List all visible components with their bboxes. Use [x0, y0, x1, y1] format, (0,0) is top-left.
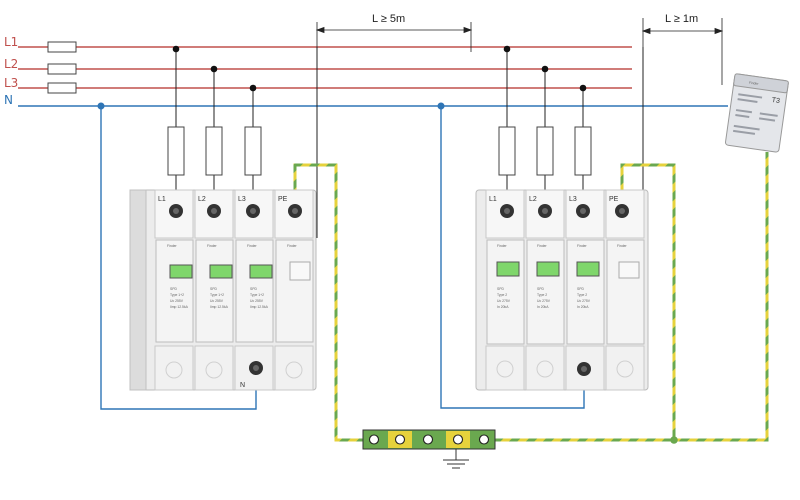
spd2-pe-wire: [620, 163, 676, 440]
spd3-brand: Finder: [749, 81, 760, 86]
line-label-l2: L2: [4, 57, 18, 71]
spd2-modules: [486, 239, 645, 345]
svg-text:SPD: SPD: [250, 287, 258, 291]
distance-label-1m: L ≥ 1m: [665, 13, 698, 25]
svg-text:Iimp 12.5kA: Iimp 12.5kA: [210, 305, 229, 309]
main-fuse-l1: [47, 41, 77, 53]
svg-text:Uc 275V: Uc 275V: [497, 299, 511, 303]
spd1-backup-fuses: [167, 126, 262, 176]
svg-text:SPD: SPD: [210, 287, 218, 291]
spd2-backup-fuses: [498, 126, 592, 176]
line-label-l1: L1: [4, 35, 18, 49]
spd1-module-text: SPD Type 1+2 Uc 255V Iimp 12.5kA SPD Typ…: [170, 287, 269, 309]
spd1-screws: [169, 204, 302, 218]
distance-marker-5m: [315, 22, 473, 52]
ground-icon: [443, 449, 469, 469]
spd2-module-text: SPD Type 2 Uc 275V In 20kA SPD Type 2 Uc…: [497, 287, 591, 309]
spd1-device: L1 L2 L3 PE Finder Finder Finder Finder …: [129, 189, 317, 391]
earth-terminal-bar: [362, 429, 496, 450]
spd1-terminal-label-l3: L3: [238, 196, 246, 203]
spd3-device: Finder T3: [725, 73, 789, 153]
svg-text:Type 1+2: Type 1+2: [210, 293, 224, 297]
spd2-bottom-block: [485, 345, 645, 391]
spd2-junctions: [503, 45, 587, 92]
spd1-brand-1: Finder: [167, 244, 177, 248]
line-label-n: N: [4, 93, 13, 107]
spd1-terminal-label-pe: PE: [278, 196, 288, 203]
busbars: [18, 46, 728, 107]
spd1-bottom-sockets: [165, 361, 303, 379]
svg-text:Uc 255V: Uc 255V: [250, 299, 264, 303]
spd1-terminal-label-l1: L1: [158, 196, 166, 203]
spd3-type-label: T3: [771, 97, 780, 105]
spd2-brand-4: Finder: [617, 244, 627, 248]
svg-text:Uc 275V: Uc 275V: [577, 299, 591, 303]
spd2-neutral-junction: [437, 102, 445, 110]
svg-text:Iimp 12.5kA: Iimp 12.5kA: [250, 305, 269, 309]
spd2-brand-1: Finder: [497, 244, 507, 248]
spd1-terminal-label-l2: L2: [198, 196, 206, 203]
svg-text:Uc 275V: Uc 275V: [537, 299, 551, 303]
distance-label-5m: L ≥ 5m: [372, 13, 405, 25]
svg-text:Uc 255V: Uc 255V: [210, 299, 224, 303]
spd1-pe-wire: [293, 163, 367, 442]
spd2-brand-3: Finder: [577, 244, 587, 248]
svg-text:Uc 255V: Uc 255V: [170, 299, 184, 303]
svg-text:In 20kA: In 20kA: [577, 305, 589, 309]
svg-text:In 20kA: In 20kA: [537, 305, 549, 309]
svg-text:Type 2: Type 2: [577, 293, 587, 297]
spd2-bottom-sockets: [496, 360, 634, 378]
pe-junction: [670, 436, 678, 444]
spd1-brand-4: Finder: [287, 244, 297, 248]
main-fuses: [47, 41, 77, 94]
spd1-brand-2: Finder: [207, 244, 217, 248]
svg-text:Type 1+2: Type 1+2: [250, 293, 264, 297]
svg-text:In 20kA: In 20kA: [497, 305, 509, 309]
line-label-l3: L3: [4, 76, 18, 90]
svg-text:Type 2: Type 2: [497, 293, 507, 297]
svg-text:SPD: SPD: [497, 287, 505, 291]
distance-marker-1m: [641, 18, 724, 85]
main-fuse-l3: [47, 82, 77, 94]
svg-text:SPD: SPD: [537, 287, 545, 291]
spd1-modules: [155, 239, 314, 343]
spd2-brand-2: Finder: [537, 244, 547, 248]
spd1-junctions: [172, 45, 257, 92]
main-fuse-l2: [47, 63, 77, 75]
spd2-device: L1 L2 L3 PE Finder Finder Finder Finder …: [475, 189, 649, 391]
spd2-terminal-label-l1: L1: [489, 196, 497, 203]
svg-text:Type 2: Type 2: [537, 293, 547, 297]
svg-text:Type 1+2: Type 1+2: [170, 293, 184, 297]
spd2-terminal-label-l2: L2: [529, 196, 537, 203]
spd2-screws: [500, 204, 629, 218]
spd1-bottom-block: [154, 345, 314, 391]
spd1-brand-3: Finder: [247, 244, 257, 248]
spd1-neutral-junction: [97, 102, 105, 110]
svg-text:SPD: SPD: [577, 287, 585, 291]
svg-text:SPD: SPD: [170, 287, 178, 291]
spd1-terminal-label-n: N: [240, 382, 245, 389]
spd2-terminal-label-pe: PE: [609, 196, 619, 203]
spd2-terminal-label-l3: L3: [569, 196, 577, 203]
svg-text:Iimp 12.5kA: Iimp 12.5kA: [170, 305, 189, 309]
